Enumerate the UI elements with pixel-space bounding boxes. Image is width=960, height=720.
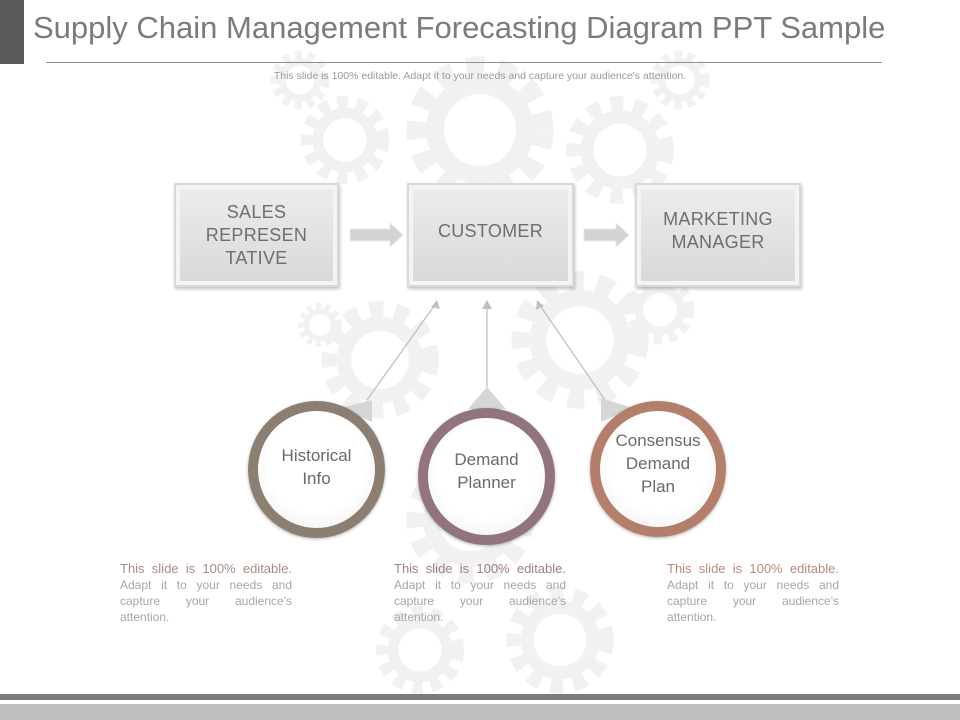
box-sales-representative: SALES REPRESEN TATIVE: [174, 183, 339, 287]
connector-historical-to-customer: [340, 300, 440, 422]
box-marketing-manager: MARKETING MANAGER: [635, 183, 801, 287]
arrow-right-icon: [583, 221, 630, 249]
description-body: Adapt it to your needs and capture your …: [667, 578, 839, 624]
circle-label: Demand Planner: [454, 449, 519, 492]
circle-consensus-demand-plan: Consensus Demand Plan: [590, 401, 726, 537]
description-historical: This slide is 100% editable. Adapt it to…: [120, 561, 292, 625]
box-customer: CUSTOMER: [407, 183, 574, 287]
description-demand: This slide is 100% editable. Adapt it to…: [394, 561, 566, 625]
description-body: Adapt it to your needs and capture your …: [394, 578, 566, 624]
title-divider: [46, 62, 882, 63]
slide-title: Supply Chain Management Forecasting Diag…: [33, 10, 886, 45]
description-lead: This slide is 100% editable.: [394, 561, 566, 576]
arrow-right-icon: [349, 221, 404, 249]
title-accent-block: [0, 0, 24, 64]
description-consensus: This slide is 100% editable. Adapt it to…: [667, 561, 839, 625]
circle-label: Historical Info: [281, 445, 352, 488]
connector-demand-to-customer: [468, 300, 506, 409]
circle-demand-planner: Demand Planner: [418, 408, 555, 545]
footer-bar-light: [0, 704, 960, 720]
description-lead: This slide is 100% editable.: [120, 561, 292, 576]
circle-historical-info: Historical Info: [248, 401, 385, 538]
circle-label: Consensus Demand Plan: [615, 430, 701, 496]
slide-subtitle: This slide is 100% editable. Adapt it to…: [273, 70, 687, 82]
description-body: Adapt it to your needs and capture your …: [120, 578, 292, 624]
connector-consensus-to-customer: [536, 300, 633, 422]
box-label: CUSTOMER: [437, 220, 544, 241]
box-label: MARKETING MANAGER: [663, 209, 773, 252]
footer-bar-dark: [0, 694, 960, 700]
box-label: SALES REPRESEN TATIVE: [205, 201, 308, 268]
description-lead: This slide is 100% editable.: [667, 561, 839, 576]
